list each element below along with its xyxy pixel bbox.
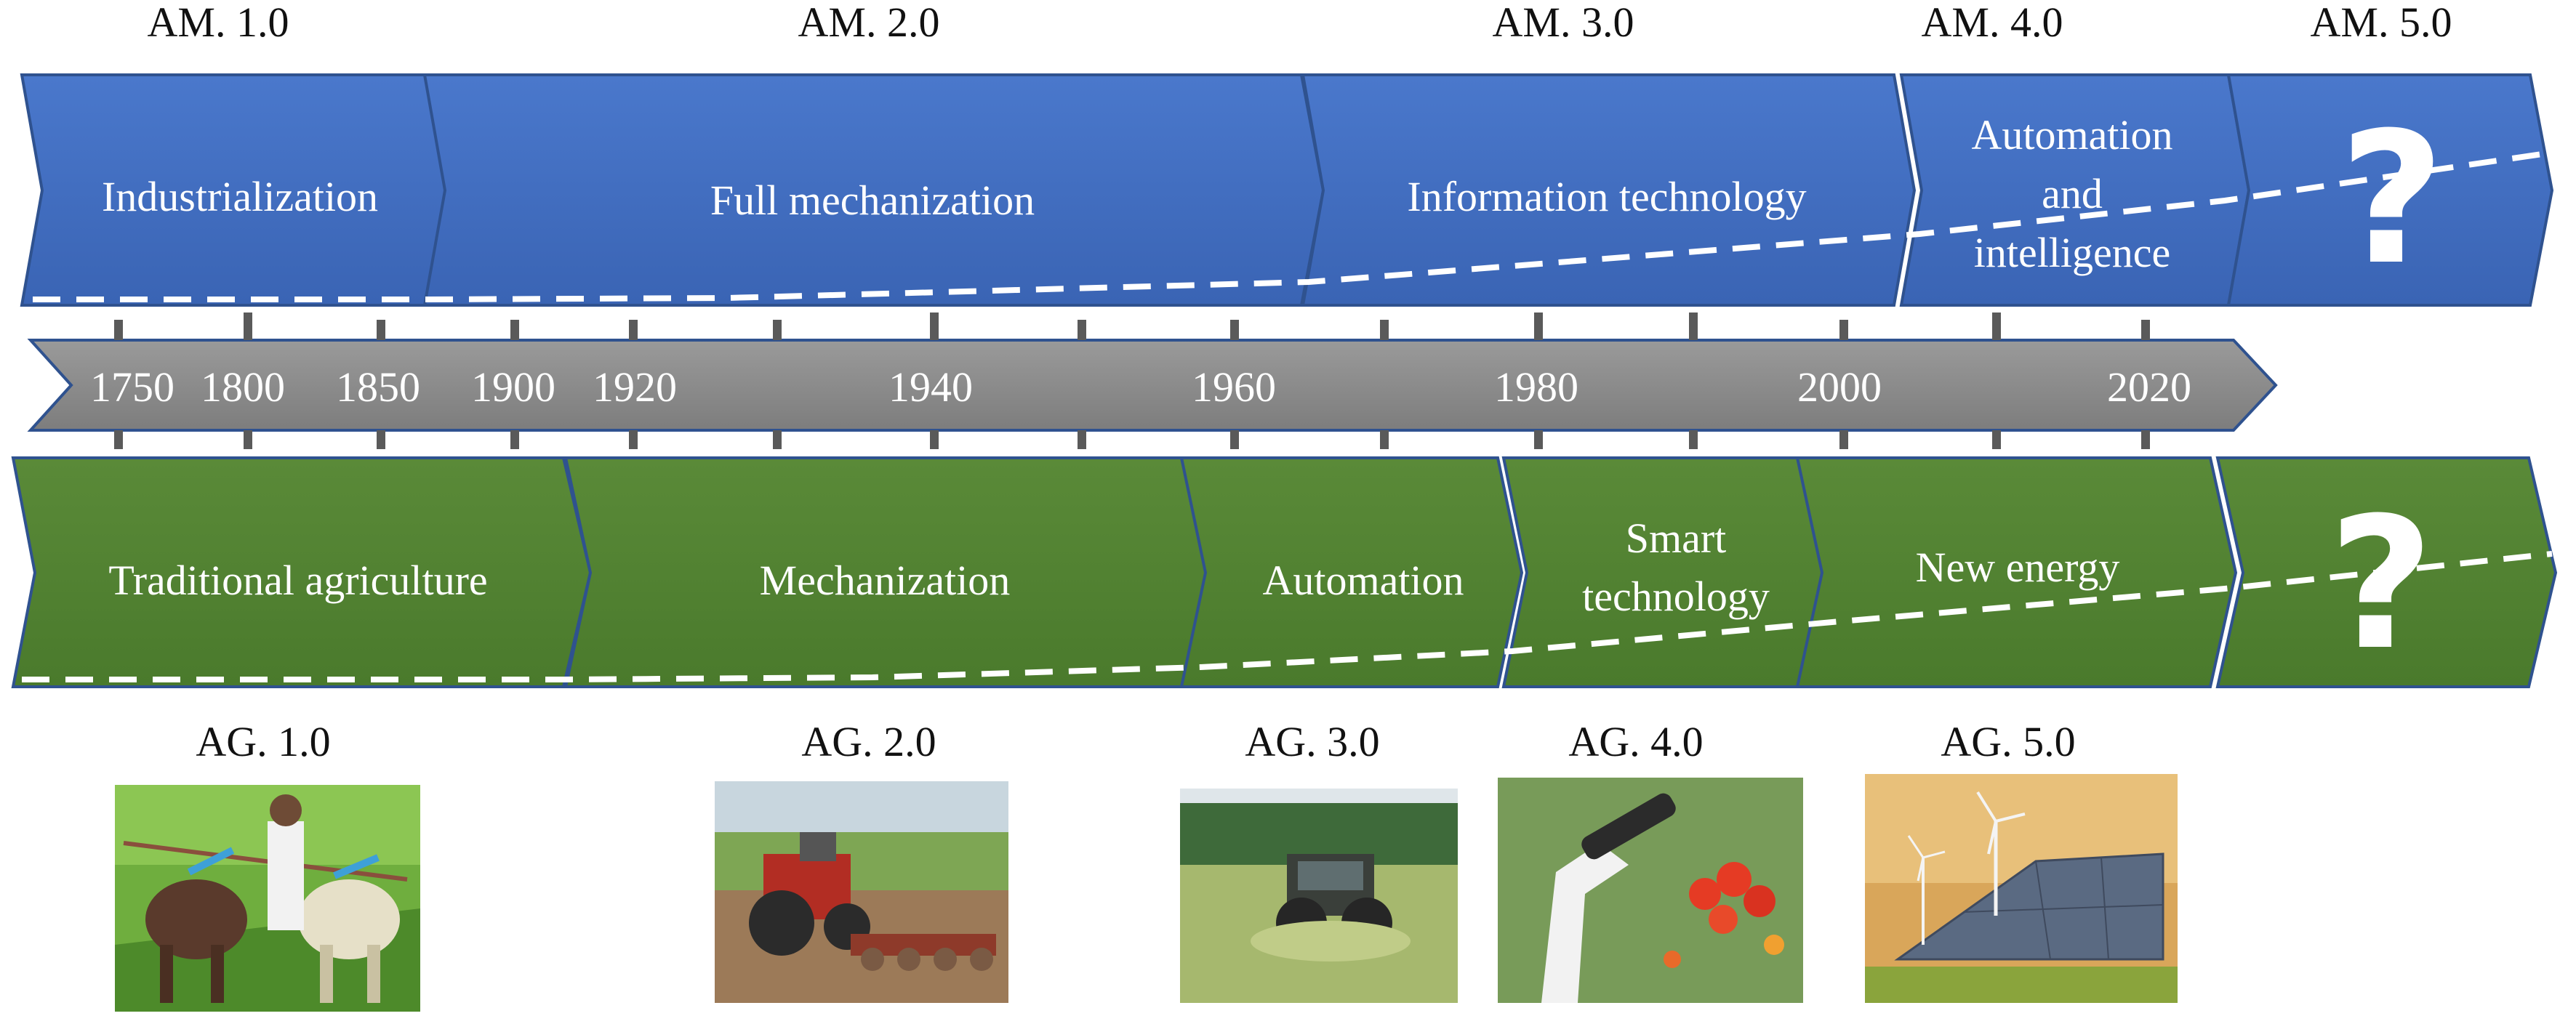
timeline-ticks-front	[114, 313, 2150, 449]
am-band	[20, 73, 2554, 307]
am-label-5: AM. 5.0	[2311, 0, 2452, 46]
am-stage-full-mechanization: Full mechanization	[710, 177, 1035, 224]
year-label: 1900	[471, 363, 555, 411]
am-label-4: AM. 4.0	[1922, 0, 2063, 46]
photo-tractor-harrow	[715, 781, 1008, 1003]
am-chevron-future	[2226, 73, 2554, 307]
ag-chevron-automation	[1179, 456, 1524, 688]
am-label-2: AM. 2.0	[798, 0, 940, 46]
ag-label-1: AG. 1.0	[196, 718, 330, 765]
timeline-year-labels: 1750 1800 1850 1900 1920 1940 1960 1980 …	[90, 363, 2191, 411]
year-label: 1940	[888, 363, 973, 411]
photo-oxen-ploughing	[115, 785, 420, 1012]
year-label: 1800	[201, 363, 285, 411]
am-label-1: AM. 1.0	[148, 0, 289, 46]
am-stage-information-technology: Information technology	[1407, 173, 1806, 220]
year-label: 1920	[593, 363, 677, 411]
year-label: 1960	[1192, 363, 1276, 411]
year-label: 2020	[2107, 363, 2191, 411]
ag-stage-automation: Automation	[1262, 557, 1464, 604]
am-stage-automation-line-1: Automation	[1971, 111, 2172, 158]
photo-robot-tomato-picker	[1498, 778, 1803, 1003]
ag-stage-smart-line-1: Smart	[1626, 515, 1727, 562]
ag-stage-texts: Traditional agriculture Mechanization Au…	[108, 478, 2433, 690]
ag-stage-smart-line-2: technology	[1582, 573, 1770, 620]
year-label: 1750	[90, 363, 174, 411]
photo-modern-tractor	[1180, 789, 1458, 1003]
am-trend-dashed-line	[33, 150, 2553, 302]
timeline-arrow	[27, 339, 2278, 432]
ag-label-4: AG. 4.0	[1568, 718, 1703, 765]
am-stage-automation-line-2: and	[2042, 170, 2103, 217]
am-future-question-mark: ?	[2339, 93, 2444, 305]
year-label: 1850	[336, 363, 420, 411]
ag-future-question-mark: ?	[2328, 478, 2433, 690]
ag-stage-mechanization: Mechanization	[760, 557, 1011, 604]
ag-label-2: AG. 2.0	[801, 718, 936, 765]
am-stage-industrialization: Industrialization	[102, 173, 378, 220]
ag-label-5: AG. 5.0	[1941, 718, 2075, 765]
year-label: 2000	[1797, 363, 1882, 411]
ag-label-3: AG. 3.0	[1245, 718, 1379, 765]
photo-solar-wind	[1865, 774, 2178, 1003]
ag-chevron-new-energy	[1795, 456, 2238, 688]
ag-generation-labels: AG. 1.0 AG. 2.0 AG. 3.0 AG. 4.0 AG. 5.0	[196, 718, 2075, 765]
year-label: 1980	[1494, 363, 1578, 411]
ag-trend-dashed-line	[22, 551, 2553, 682]
am-generation-labels: AM. 1.0 AM. 2.0 AM. 3.0 AM. 4.0 AM. 5.0	[148, 0, 2452, 46]
ag-chevron-traditional	[11, 456, 593, 688]
am-label-3: AM. 3.0	[1493, 0, 1634, 46]
ag-stage-traditional: Traditional agriculture	[108, 557, 487, 604]
am-chevron-information-technology	[1301, 73, 1917, 307]
am-stage-texts: Industrialization Full mechanization Inf…	[102, 93, 2445, 305]
am-stage-automation-line-3: intelligence	[1974, 229, 2171, 276]
ag-stage-new-energy: New energy	[1916, 544, 2120, 591]
